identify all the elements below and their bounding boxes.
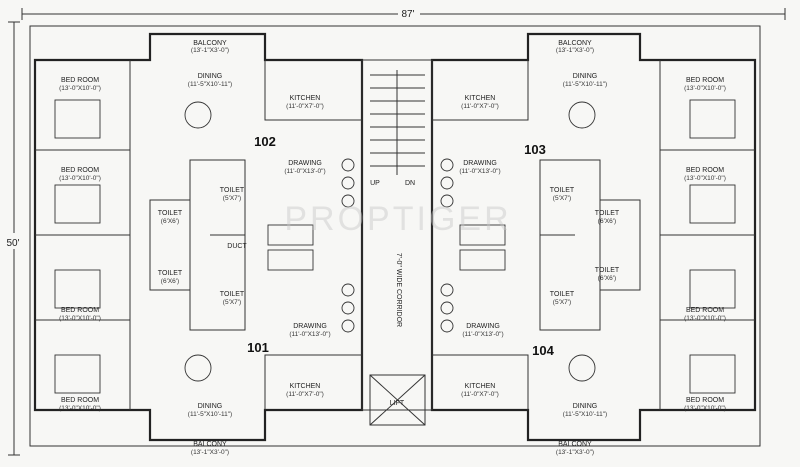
corridor-label: 7'-0" WIDE CORRIDOR (395, 253, 402, 327)
watermark: PROPTIGER (284, 200, 511, 238)
central-corridor (361, 59, 433, 426)
room-name: DINING (198, 73, 223, 80)
room-dimension: (13'-1"X3'-0") (191, 47, 229, 54)
room-name: TOILET (220, 291, 245, 298)
room-dimension: (13'-0"X10'-0") (684, 315, 726, 322)
room-name: TOILET (158, 270, 183, 277)
room-dimension: (13'-0"X10'-0") (59, 405, 101, 412)
room-name: KITCHEN (290, 383, 321, 390)
room-name: DINING (573, 403, 598, 410)
room-dimension: (11'-0"X13'-0") (289, 331, 330, 338)
room-name: TOILET (220, 187, 245, 194)
room-dimension: (13'-0"X10'-0") (59, 175, 101, 182)
width-dimension: 87' (401, 9, 414, 20)
room-dimension: (6'X6') (598, 275, 616, 282)
room-labels: BALCONY (13'-1"X3'-0") BALCONY (13'-1"X3… (59, 40, 726, 456)
room-name: BED ROOM (686, 397, 724, 404)
interior-walls (35, 60, 755, 410)
room-dimension: (6'X6') (161, 218, 179, 225)
room-name: BED ROOM (61, 397, 99, 404)
room-dimension: (5'X7') (223, 299, 241, 306)
room-name: BED ROOM (686, 307, 724, 314)
room-dimension: (13'-0"X10'-0") (59, 85, 101, 92)
room-dimension: (13'-1"X3'-0") (556, 449, 594, 456)
room-name: TOILET (158, 210, 183, 217)
room-name: TOILET (550, 291, 575, 298)
room-dimension: (11'-0"X13'-0") (284, 168, 325, 175)
room-name: BED ROOM (61, 307, 99, 314)
room-dimension: (6'X6') (161, 278, 179, 285)
room-dimension: (5'X7') (223, 195, 241, 202)
room-name: BED ROOM (61, 167, 99, 174)
room-dimension: (11'-5"X10'-11") (188, 81, 232, 88)
duct-label: DUCT (227, 243, 247, 250)
room-dimension: (11'-0"X7'-0") (286, 103, 324, 110)
room-dimension: (13'-1"X3'-0") (191, 449, 229, 456)
room-dimension: (13'-1"X3'-0") (556, 47, 594, 54)
room-dimension: (11'-0"X7'-0") (461, 391, 499, 398)
room-dimension: (6'X6') (598, 218, 616, 225)
room-name: KITCHEN (465, 383, 496, 390)
room-dimension: (13'-0"X10'-0") (684, 175, 726, 182)
room-name: TOILET (550, 187, 575, 194)
furniture (54, 99, 736, 394)
room-name: DINING (573, 73, 598, 80)
stair-up-label: UP (370, 180, 380, 187)
room-name: BED ROOM (61, 77, 99, 84)
room-name: BED ROOM (686, 77, 724, 84)
room-dimension: (11'-5"X10'-11") (563, 411, 607, 418)
room-dimension: (11'-0"X13'-0") (462, 331, 503, 338)
room-dimension: (13'-0"X10'-0") (684, 85, 726, 92)
room-name: DRAWING (293, 323, 327, 330)
unit-number: 103 (524, 142, 546, 157)
room-name: DRAWING (466, 323, 500, 330)
room-name: TOILET (595, 210, 620, 217)
unit-number: 101 (247, 340, 269, 355)
room-name: TOILET (595, 267, 620, 274)
room-name: BALCONY (558, 40, 592, 47)
room-name: BALCONY (558, 441, 592, 448)
height-dimension: 50' (6, 238, 19, 249)
room-dimension: (13'-0"X10'-0") (684, 405, 726, 412)
room-dimension: (11'-0"X13'-0") (459, 168, 500, 175)
room-dimension: (11'-5"X10'-11") (188, 411, 232, 418)
room-dimension: (11'-0"X7'-0") (286, 391, 324, 398)
room-name: KITCHEN (465, 95, 496, 102)
room-name: KITCHEN (290, 95, 321, 102)
room-dimension: (11'-0"X7'-0") (461, 103, 499, 110)
room-name: BALCONY (193, 40, 227, 47)
room-name: DINING (198, 403, 223, 410)
room-name: DRAWING (463, 160, 497, 167)
room-dimension: (11'-5"X10'-11") (563, 81, 607, 88)
unit-number: 104 (532, 343, 554, 358)
room-dimension: (5'X7') (553, 195, 571, 202)
room-name: BED ROOM (686, 167, 724, 174)
room-dimension: (5'X7') (553, 299, 571, 306)
room-name: DRAWING (288, 160, 322, 167)
unit-number: 102 (254, 134, 276, 149)
stair-down-label: DN (405, 180, 415, 187)
room-name: BALCONY (193, 441, 227, 448)
lift-label: LIFT (390, 400, 405, 407)
room-dimension: (13'-0"X10'-0") (59, 315, 101, 322)
